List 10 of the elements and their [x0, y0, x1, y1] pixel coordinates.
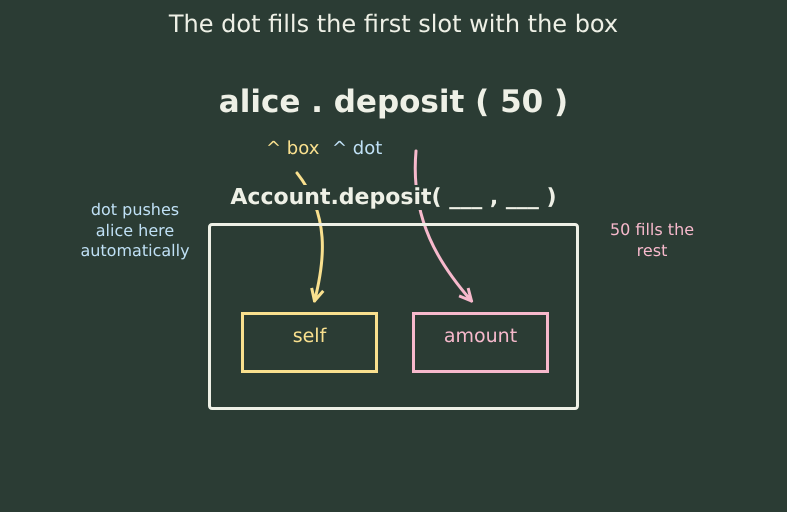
pointer-note: ^ box	[266, 138, 320, 159]
side-note: dot pushes alice here automatically	[79, 200, 191, 262]
slot-label: amount	[442, 325, 518, 347]
diagram-title: The dot fills the first slot with the box	[168, 10, 620, 38]
side-note: 50 fills the rest	[608, 220, 696, 261]
slot-label: self	[292, 325, 328, 347]
pointer-note: ^ dot	[332, 138, 382, 159]
parameter-slot	[241, 312, 378, 373]
parameter-slot	[412, 312, 549, 373]
code-expression: alice . deposit ( 50 )	[218, 84, 570, 120]
